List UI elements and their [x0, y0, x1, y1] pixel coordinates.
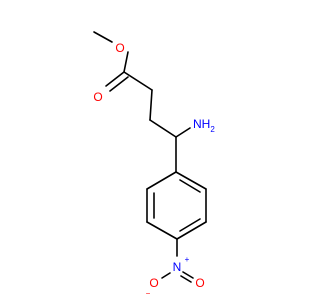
nitro-oxygen-left-label: O [149, 276, 158, 290]
bond-n-o-right-b [180, 275, 192, 283]
ring-double-1 [179, 179, 201, 193]
ring-bond-4 [146, 221, 178, 240]
bond-c3-c4 [149, 119, 177, 138]
bond-c4-n [175, 127, 191, 138]
ring-bond-1 [175, 171, 207, 190]
carbonyl-oxygen-label: O [93, 90, 102, 104]
structure-canvas: O O NH2 N + O − O [93, 31, 215, 298]
molecule-structure: O O NH2 N + O − O [93, 31, 215, 298]
bond-carbonyl-double-a [105, 71, 125, 87]
nitro-oxygen-right-label: O [195, 276, 204, 290]
bond-carbonyl-double-b [109, 76, 129, 92]
bond-c1-c2 [123, 71, 153, 91]
ring-bond-6 [146, 171, 177, 190]
bond-methyl-o [93, 31, 113, 43]
amine-label: NH2 [193, 117, 215, 134]
bond-n-o-right-a [182, 271, 194, 279]
ester-oxygen-label: O [115, 41, 124, 55]
nitro-nitrogen-label: N [173, 260, 182, 274]
ring-bond-3 [176, 221, 207, 240]
bond-n-o-left [161, 272, 171, 279]
nitro-nitrogen-charge: + [185, 255, 190, 264]
bond-c2-c3 [149, 89, 153, 121]
bond-o-carbonyl [123, 51, 129, 73]
ring-double-2 [179, 218, 201, 232]
nitro-oxygen-left-charge: − [146, 289, 151, 298]
